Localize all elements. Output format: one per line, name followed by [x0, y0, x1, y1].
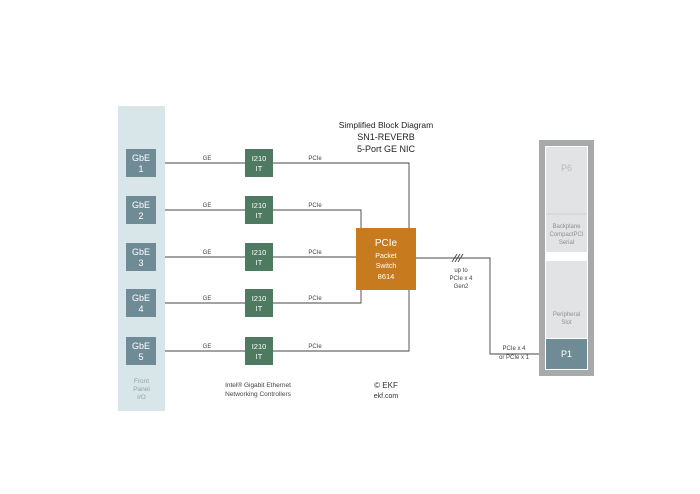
gbe-port-label: GbE — [132, 200, 150, 210]
p1-connector — [546, 339, 587, 369]
i210-sublabel: IT — [256, 258, 263, 267]
gbe-port-number: 2 — [138, 211, 143, 221]
i210-controller — [245, 149, 273, 177]
pcie-link-label: PCIe — [308, 296, 322, 302]
gbe-port-label: GbE — [132, 293, 150, 303]
pcie-link-line — [273, 290, 362, 304]
slot-upper — [546, 147, 587, 252]
front-panel-label-2: Panel — [133, 386, 150, 393]
peripheral-label-2: Slot — [561, 320, 572, 326]
gbe-port-number: 5 — [138, 352, 143, 362]
gbe-port — [126, 289, 156, 317]
bus-tick-3 — [457, 253, 464, 263]
i210-label: I210 — [252, 294, 267, 303]
pcie-link-label: PCIe — [308, 203, 322, 209]
copyright-line-2: ekf.com — [374, 393, 399, 400]
i210-sublabel: IT — [256, 304, 263, 313]
gbe-port-number: 3 — [138, 258, 143, 268]
switch-label-1: PCIe — [375, 238, 398, 249]
pcie-link-label: PCIe — [308, 344, 322, 350]
i210-label: I210 — [252, 154, 267, 163]
pcie-link-line — [273, 209, 362, 228]
uplink-label-2: PCIe x 4 — [449, 276, 473, 282]
i210-sublabel: IT — [256, 352, 263, 361]
ge-link-label: GE — [203, 156, 212, 162]
bus-tick-1 — [451, 253, 458, 263]
ge-link-label: GE — [203, 296, 212, 302]
pcie-switch — [356, 228, 416, 290]
uplink-line — [416, 257, 545, 355]
gbe-port-label: GbE — [132, 247, 150, 257]
controller-caption-1: Intel® Gigabit Ethernet — [225, 381, 291, 389]
uplink-label-1: up to — [454, 268, 468, 274]
slot-peripheral — [546, 261, 587, 338]
pcie-link-line — [273, 290, 410, 352]
gbe-port-label: GbE — [132, 153, 150, 163]
ge-link-label: GE — [203, 203, 212, 209]
backplane-label-2: CompactPCI — [549, 232, 583, 238]
pcie-link-label: PCIe — [308, 250, 322, 256]
switch-label-4: 8614 — [378, 272, 395, 281]
pcie-link-label: PCIe — [308, 156, 322, 162]
i210-sublabel: IT — [256, 164, 263, 173]
i210-label: I210 — [252, 342, 267, 351]
i210-sublabel: IT — [256, 211, 263, 220]
copyright-line-1: © EKF — [374, 381, 398, 390]
p6-label: P6 — [561, 163, 572, 173]
uplink-label-3: Gen2 — [454, 284, 469, 290]
gbe-port — [126, 243, 156, 271]
p1-label: P1 — [561, 349, 572, 359]
switch-label-2: Packet — [375, 253, 396, 260]
i210-controller — [245, 289, 273, 317]
backplane-label-3: Serial — [559, 240, 574, 246]
i210-controller — [245, 337, 273, 365]
title-line-2: SN1-REVERB — [357, 132, 415, 142]
gbe-port — [126, 337, 156, 365]
front-panel-label-1: Front — [134, 378, 149, 385]
i210-controller — [245, 243, 273, 271]
gbe-port — [126, 149, 156, 177]
controller-caption-2: Networking Controllers — [225, 391, 291, 398]
bus-tick-2 — [454, 253, 461, 263]
gbe-port-label: GbE — [132, 341, 150, 351]
gbe-port — [126, 196, 156, 224]
front-panel-label-3: I/O — [137, 394, 146, 401]
i210-controller — [245, 196, 273, 224]
ge-link-label: GE — [203, 344, 212, 350]
backplane-label-1: Backplane — [552, 224, 581, 230]
pcie-link-line — [273, 162, 410, 228]
p1-link-label-1: PCIe x 4 — [502, 346, 526, 352]
i210-label: I210 — [252, 248, 267, 257]
gbe-port-number: 4 — [138, 304, 143, 314]
ge-link-label: GE — [203, 250, 212, 256]
p1-link-label-2: or PCIe x 1 — [499, 355, 530, 361]
switch-label-3: Switch — [376, 263, 397, 270]
peripheral-label-1: Peripheral — [553, 312, 580, 318]
title-line-3: 5-Port GE NIC — [357, 144, 416, 154]
title-line-1: Simplified Block Diagram — [339, 120, 433, 130]
gbe-port-number: 1 — [138, 164, 143, 174]
i210-label: I210 — [252, 201, 267, 210]
